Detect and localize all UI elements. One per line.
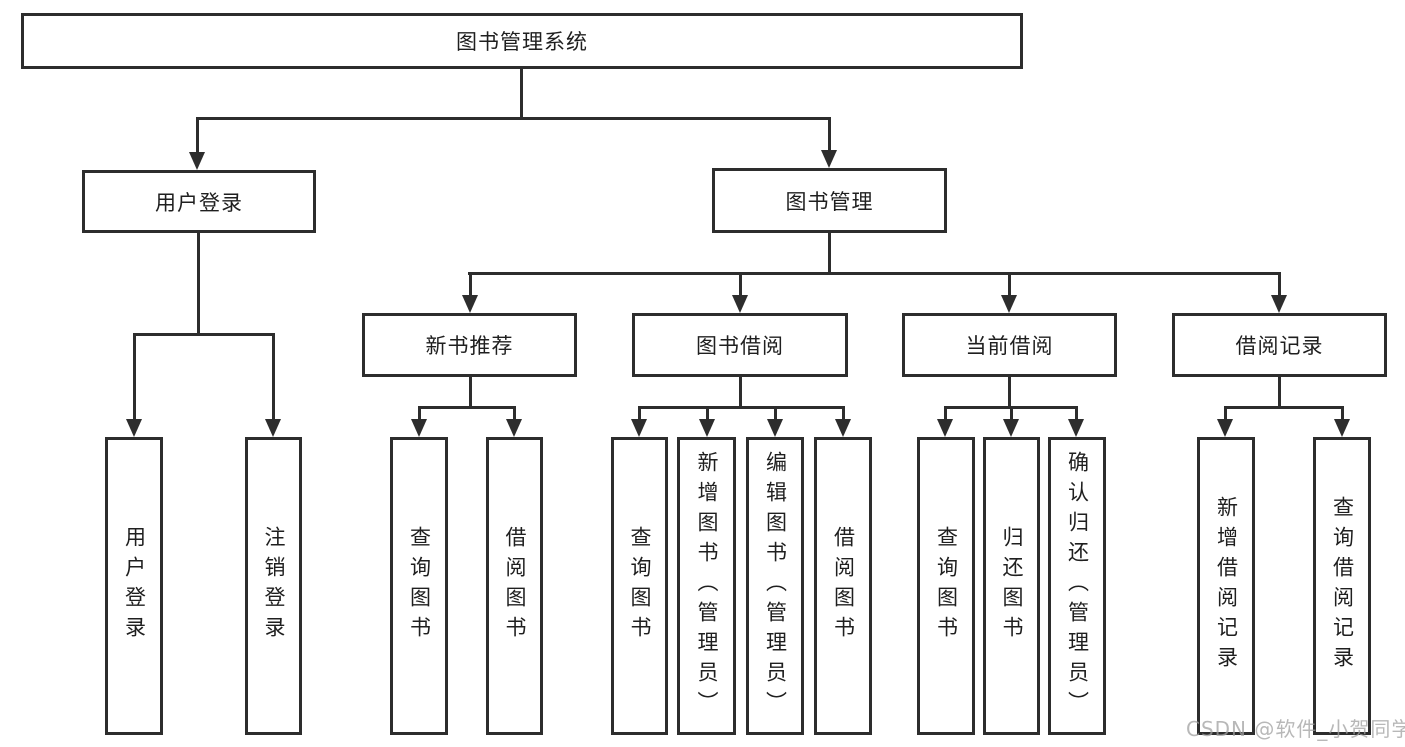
node-label: 用户登录 [155,190,243,215]
leaf-label: 注销登录 [262,526,286,646]
connector-to-current-borrow [1008,272,1011,296]
connector-to-new-books [469,272,472,296]
connector-drop [418,406,421,421]
connector-drop [513,406,516,421]
connector-bookmgmt-stub [828,233,831,275]
connector-records-bar [1224,406,1342,409]
connector-drop [1075,406,1078,421]
connector-newbooks-bar [418,406,516,409]
connector-to-user-login [196,117,199,153]
leaf-label: 确认归还（管理员） [1065,451,1090,721]
arrow-down-icon [835,419,851,437]
arrow-down-icon [189,152,205,170]
leaf-cb-return-books: 归还图书 [983,437,1040,735]
connector-to-ul-logout [272,333,275,419]
connector-level3-bar [468,272,1281,275]
arrow-down-icon [411,419,427,437]
leaf-nb-query-books: 查询图书 [390,437,448,735]
node-borrow-records: 借阅记录 [1172,313,1387,377]
connector-borrowing-bar [638,406,845,409]
leaf-label: 查询借阅记录 [1330,496,1355,676]
leaf-label: 借阅图书 [831,526,856,646]
leaf-label: 查询图书 [934,526,959,646]
arrow-down-icon [462,295,478,313]
leaf-label: 查询图书 [628,526,652,646]
node-user-login: 用户登录 [82,170,316,233]
node-label: 当前借阅 [965,334,1054,358]
arrow-down-icon [265,419,281,437]
leaf-label: 借阅图书 [503,526,527,646]
leaf-rc-query-record: 查询借阅记录 [1313,437,1371,735]
node-borrowing: 图书借阅 [632,313,848,377]
connector-drop [1341,406,1344,421]
leaf-bw-edit-books-admin: 编辑图书（管理员） [746,437,804,735]
arrow-down-icon [1334,419,1350,437]
leaf-cb-query-books: 查询图书 [917,437,975,735]
arrow-down-icon [506,419,522,437]
connector-newbooks-stub [469,377,472,408]
arrow-down-icon [767,419,783,437]
connector-userlogin-bar [133,333,275,336]
arrow-down-icon [1217,419,1233,437]
connector-userlogin-stub [197,233,200,335]
connector-drop [1010,406,1013,421]
arrow-down-icon [126,419,142,437]
node-root-system: 图书管理系统 [21,13,1023,69]
connector-drop [944,406,947,421]
arrow-down-icon [1271,295,1287,313]
connector-drop [638,406,641,421]
node-label: 图书借阅 [696,334,784,358]
arrow-down-icon [1068,419,1084,437]
connector-level2-bar [196,117,831,120]
arrow-down-icon [937,419,953,437]
connector-to-book-mgmt [828,117,831,151]
leaf-label: 编辑图书（管理员） [763,451,788,721]
connector-root-stub [520,69,523,118]
leaf-cb-confirm-return-admin: 确认归还（管理员） [1048,437,1106,735]
csdn-watermark: CSDN @软件_小贺同学 [1186,717,1405,741]
node-label: 图书管理 [785,189,874,214]
arrow-down-icon [821,150,837,168]
arrow-down-icon [732,295,748,313]
arrow-down-icon [1001,295,1017,313]
connector-records-stub [1278,377,1281,408]
node-label: 借阅记录 [1235,334,1324,358]
connector-borrowing-stub [739,377,742,408]
connector-to-borrow-records [1278,272,1281,296]
leaf-label: 查询图书 [407,526,432,646]
leaf-nb-borrow-books: 借阅图书 [486,437,543,735]
leaf-logout: 注销登录 [245,437,302,735]
connector-to-ul-login [133,333,136,419]
leaf-bw-query-books: 查询图书 [611,437,668,735]
arrow-down-icon [1003,419,1019,437]
node-book-mgmt: 图书管理 [712,168,947,233]
node-current-borrow: 当前借阅 [902,313,1117,377]
leaf-label: 用户登录 [122,526,147,646]
leaf-label: 新增借阅记录 [1214,496,1239,676]
connector-to-borrowing [739,272,742,296]
leaf-bw-add-books-admin: 新增图书（管理员） [677,437,736,735]
leaf-label: 新增图书（管理员） [695,451,719,721]
arrow-down-icon [631,419,647,437]
leaf-bw-borrow-books: 借阅图书 [814,437,872,735]
leaf-rc-add-record: 新增借阅记录 [1197,437,1255,735]
connector-drop [774,406,777,421]
connector-drop [706,406,709,421]
arrow-down-icon [699,419,715,437]
node-label: 新书推荐 [425,334,514,358]
node-new-books: 新书推荐 [362,313,577,377]
node-label: 图书管理系统 [456,30,588,54]
leaf-label: 归还图书 [1000,526,1024,646]
connector-current-stub [1008,377,1011,408]
connector-drop [842,406,845,421]
connector-drop [1224,406,1227,421]
leaf-user-login: 用户登录 [105,437,163,735]
